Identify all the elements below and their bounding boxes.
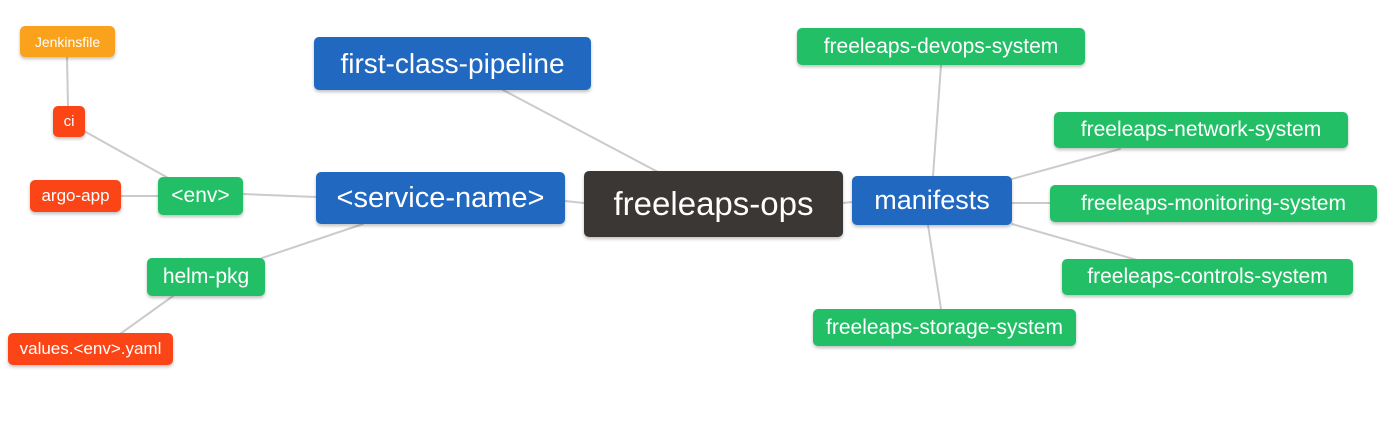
node-manifests[interactable]: manifests <box>852 176 1012 225</box>
node-manifests-label: manifests <box>874 185 990 215</box>
node-service-name-label: <service-name> <box>336 181 545 214</box>
edge-jenkinsfile-ci <box>66 56 69 107</box>
node-freeleaps-devops-system-label: freeleaps-devops-system <box>823 34 1059 58</box>
node-argo-app[interactable]: argo-app <box>30 180 121 212</box>
edge-first-class-pipeline-freeleaps-ops <box>502 89 659 173</box>
node-freeleaps-monitoring-system-label: freeleaps-monitoring-system <box>1081 191 1346 215</box>
edge-service-name-helm-pkg <box>261 223 364 259</box>
edge-helm-pkg-values-yaml <box>119 295 174 335</box>
node-freeleaps-ops-label: freeleaps-ops <box>613 185 814 222</box>
node-freeleaps-controls-system[interactable]: freeleaps-controls-system <box>1062 259 1353 295</box>
edge-manifests-controls-system <box>1011 223 1138 261</box>
node-ci-label: ci <box>63 113 75 130</box>
node-values-env-yaml[interactable]: values.<env>.yaml <box>8 333 173 365</box>
node-jenkinsfile[interactable]: Jenkinsfile <box>20 26 115 57</box>
edge-freeleaps-ops-manifests <box>842 201 853 204</box>
node-freeleaps-devops-system[interactable]: freeleaps-devops-system <box>797 28 1085 65</box>
edge-manifests-network-system <box>1011 148 1121 180</box>
edge-service-name-freeleaps-ops <box>564 200 585 204</box>
node-freeleaps-storage-system-label: freeleaps-storage-system <box>826 315 1063 339</box>
node-jenkinsfile-label: Jenkinsfile <box>34 33 101 50</box>
node-freeleaps-storage-system[interactable]: freeleaps-storage-system <box>813 309 1076 346</box>
node-freeleaps-monitoring-system[interactable]: freeleaps-monitoring-system <box>1050 185 1377 222</box>
node-env-label: <env> <box>171 184 230 207</box>
node-ci[interactable]: ci <box>53 106 85 137</box>
node-values-env-yaml-label: values.<env>.yaml <box>19 339 162 358</box>
edge-ci-env <box>83 130 171 180</box>
edge-manifests-devops-system <box>932 64 942 177</box>
node-freeleaps-network-system[interactable]: freeleaps-network-system <box>1054 112 1348 148</box>
node-service-name[interactable]: <service-name> <box>316 172 565 224</box>
edge-env-service-name <box>242 193 317 198</box>
node-freeleaps-ops[interactable]: freeleaps-ops <box>584 171 843 237</box>
node-env[interactable]: <env> <box>158 177 243 215</box>
node-freeleaps-controls-system-label: freeleaps-controls-system <box>1087 265 1328 288</box>
node-first-class-pipeline[interactable]: first-class-pipeline <box>314 37 591 90</box>
node-helm-pkg-label: helm-pkg <box>162 265 250 288</box>
node-first-class-pipeline-label: first-class-pipeline <box>340 47 565 79</box>
edge-manifests-storage-system <box>927 224 942 310</box>
node-helm-pkg[interactable]: helm-pkg <box>147 258 265 296</box>
node-freeleaps-network-system-label: freeleaps-network-system <box>1080 118 1322 141</box>
node-argo-app-label: argo-app <box>41 186 110 205</box>
